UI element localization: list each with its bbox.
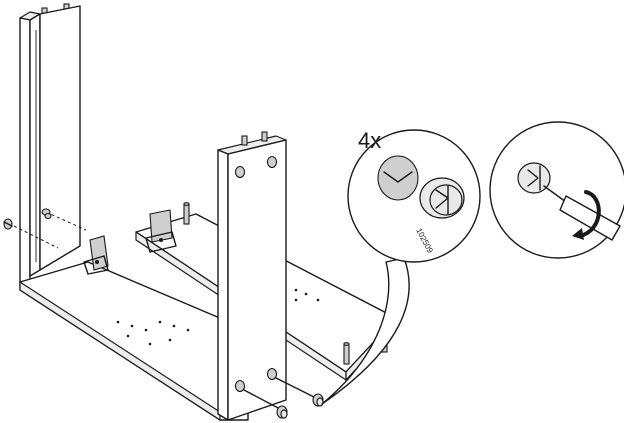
bottom-panel [19, 261, 249, 421]
cam-lock-detail-icon [419, 177, 465, 219]
upper-cam-hole-right [266, 155, 278, 169]
lower-cam-hole-right [266, 367, 278, 381]
metal-bracket-left [83, 235, 109, 275]
callout-cam-lock: 102509 [321, 129, 481, 405]
left-cam-screw-icon [3, 218, 13, 230]
left-side-panel [19, 3, 81, 291]
left-dowel-guides [3, 208, 87, 249]
screwdriver-icon [543, 185, 621, 241]
cam-hole-detail-icon [377, 155, 419, 201]
quantity-label: 4x [358, 128, 381, 153]
left-dowel-hole-icon [41, 208, 52, 220]
bottom-panel-holes [116, 320, 190, 346]
upper-cam-hole-left [234, 165, 246, 179]
back-rail-bracket [145, 209, 177, 253]
lower-fasteners [243, 377, 324, 419]
back-rail-dowel-right-1 [343, 342, 350, 365]
cam-lock-turned-icon [517, 162, 551, 194]
back-rail-holes [294, 288, 320, 302]
cam-lock-icon-2 [312, 393, 324, 407]
lower-cam-hole-left [234, 379, 246, 393]
right-side-panel [217, 131, 287, 421]
cam-lock-icon [276, 405, 288, 419]
rotate-arrow-icon [572, 190, 601, 240]
callout-tightening [489, 121, 624, 259]
back-rail-dowel-left [183, 202, 190, 225]
